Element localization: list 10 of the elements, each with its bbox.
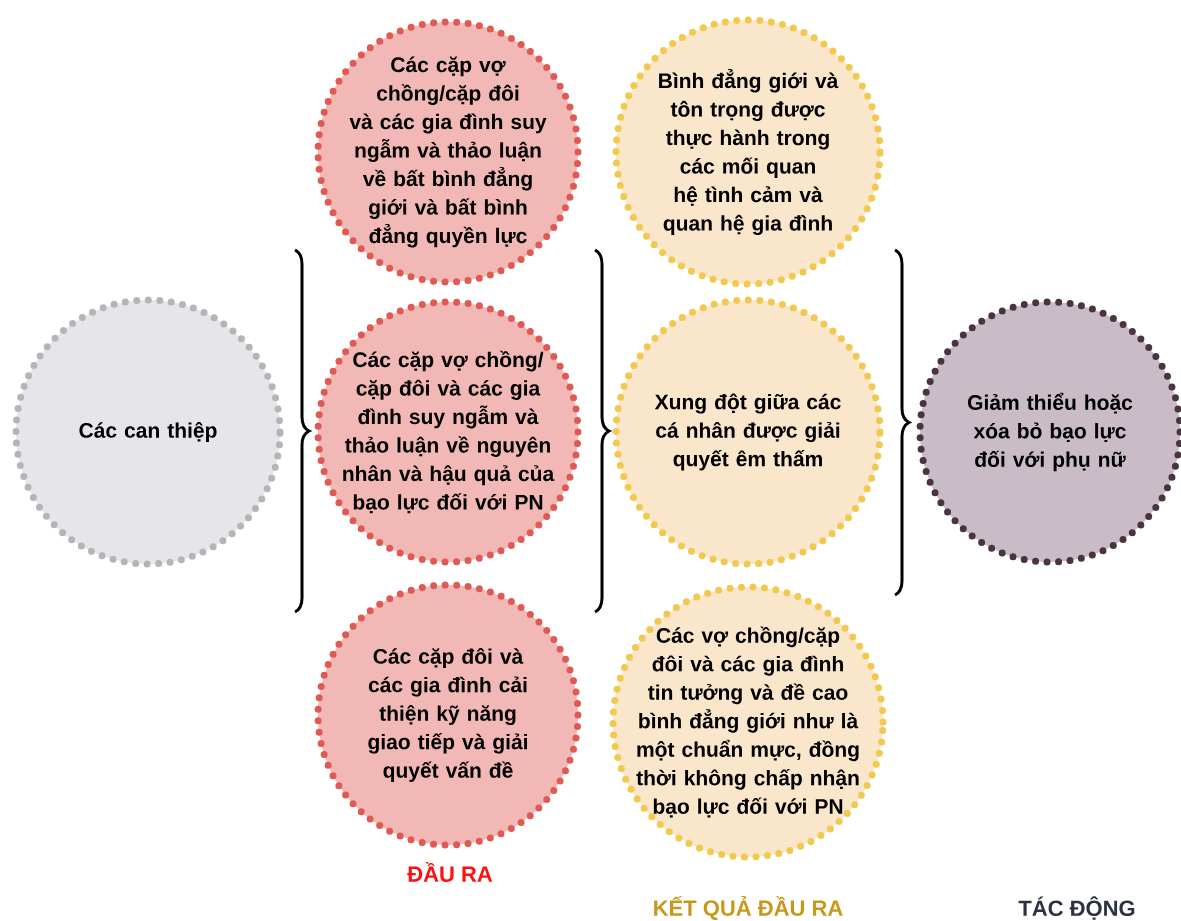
circle-node: Xung đột giữa các cá nhân được giải quyết êm thấm [612, 296, 884, 568]
section-heading: KẾT QUẢ ĐẦU RA [654, 895, 843, 920]
circle-node: Các cặp vợ chồng/ cặp đôi và các gia đình suy ngẫm và thảo luận về nguyên nhân và hậu quả của bạo lực đối với PN [314, 298, 582, 566]
circle-node: Các vợ chồng/cặp đôi và các gia đình tin tưởng và đề cao bình đẳng giới như là một chuẩn mực, đồng thời không chấp nhận bạo lực đối với PN [609, 583, 887, 861]
circle-node: Các cặp đôi và các gia đình cải thiện kỹ năng giao tiếp và giải quyết vấn đề [314, 581, 582, 849]
circle-node: Các can thiệp [12, 296, 284, 568]
circle-node: Các cặp vợ chồng/cặp đôi và các gia đình suy ngẫm và thảo luận về bất bình đẳng giới và bất bình đẳng quyền lực [314, 18, 582, 286]
circle-node: Bình đẳng giới và tôn trọng được thực hành trong các mối quan hệ tình cảm và quan hệ gia đình [612, 16, 884, 288]
section-heading: TÁC ĐỘNG [1018, 896, 1135, 920]
circle-node: Giảm thiểu hoặc xóa bỏ bạo lực đối với phụ nữ [916, 298, 1181, 566]
